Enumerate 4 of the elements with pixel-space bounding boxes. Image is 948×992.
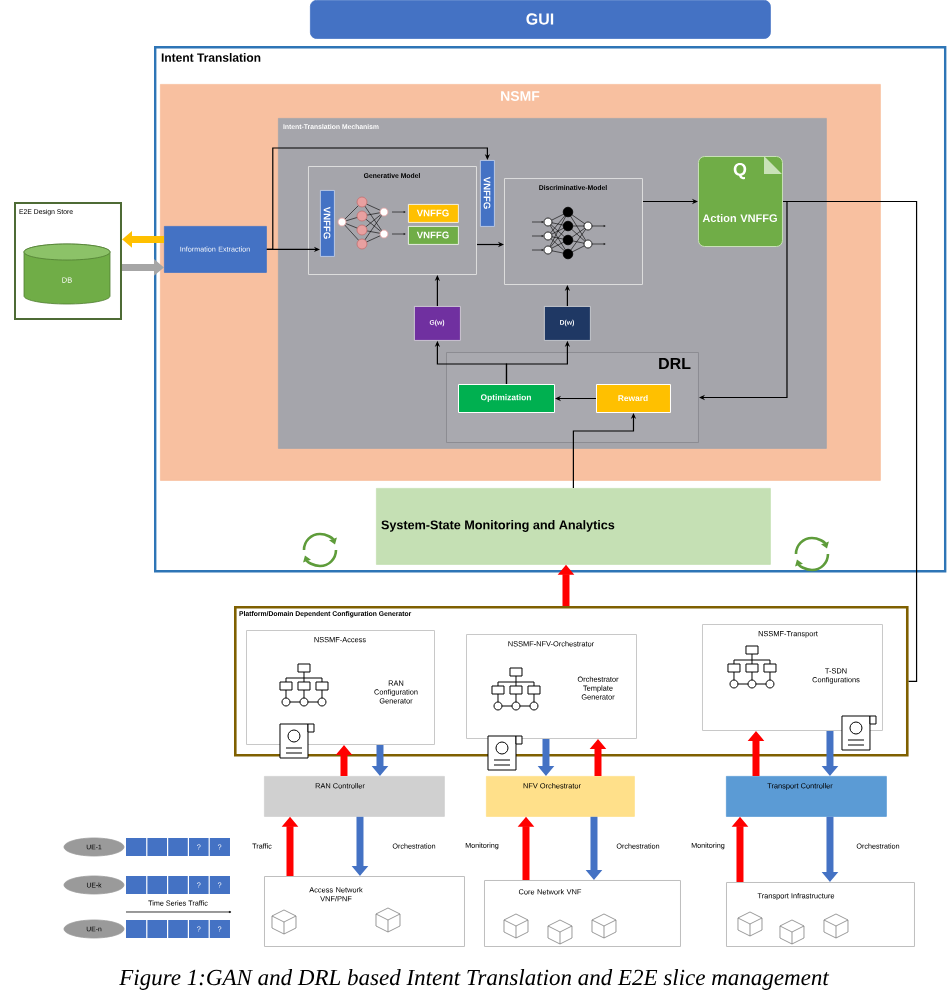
caption: Figure 1:GAN and DRL based Intent Translation and E2E slice management	[119, 969, 830, 990]
header-bar: GUI	[310, 0, 771, 39]
arrow	[266, 147, 491, 250]
arrow	[699, 200, 788, 401]
